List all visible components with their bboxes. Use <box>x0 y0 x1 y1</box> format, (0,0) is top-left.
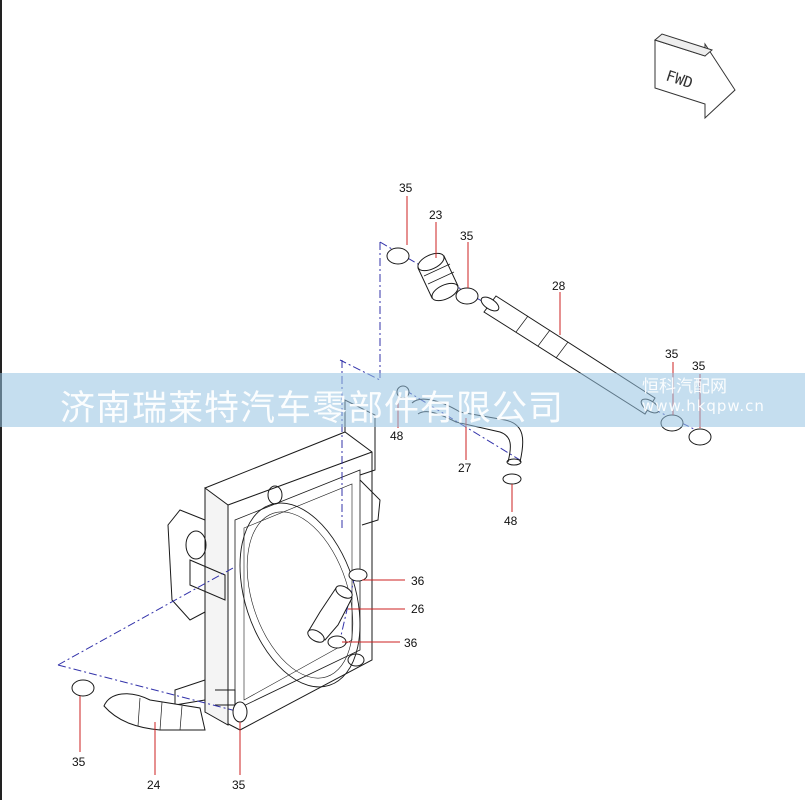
watermark-company: 济南瑞莱特汽车零部件有限公司 <box>60 389 565 429</box>
callout-35-mid: 35 <box>460 229 474 243</box>
watermark-banner <box>0 373 805 427</box>
clamp-35-left <box>71 679 95 697</box>
fwd-arrow-icon: FWD <box>653 33 736 120</box>
clamps <box>71 247 712 723</box>
callout-23: 23 <box>429 208 443 222</box>
callout-26: 26 <box>411 602 425 616</box>
callout-35-r2: 35 <box>692 359 706 373</box>
clamp-35-bottom <box>232 701 248 723</box>
leader-lines <box>79 196 701 775</box>
watermark-site: 恒科汽配网 www.hkqpw.cn <box>642 377 765 415</box>
watermark-site-url: www.hkqpw.cn <box>642 396 765 415</box>
clamp-48-bottom <box>502 473 522 485</box>
callout-27: 27 <box>458 461 472 475</box>
callout-48-bottom: 48 <box>504 514 518 528</box>
callout-35-bottom: 35 <box>232 778 246 792</box>
hose-24 <box>103 693 206 731</box>
callout-36-bottom: 36 <box>404 636 418 650</box>
radiator-assembly <box>167 399 381 731</box>
callout-24: 24 <box>147 778 161 792</box>
clamp-35-mid <box>455 287 479 305</box>
callout-35-top: 35 <box>399 181 413 195</box>
callout-35-r1: 35 <box>665 347 679 361</box>
callout-48-left: 48 <box>390 429 404 443</box>
callout-28: 28 <box>552 279 566 293</box>
callout-35-left: 35 <box>72 755 86 769</box>
clamp-35-top <box>386 247 410 265</box>
watermark-site-name: 恒科汽配网 <box>642 377 727 397</box>
clamp-35-r2 <box>688 428 712 446</box>
callout-36-top: 36 <box>411 574 425 588</box>
hose-23 <box>417 252 459 302</box>
hose-26 <box>307 585 353 643</box>
clamp-36-top <box>348 568 368 582</box>
callout-numbers: 35 23 35 28 35 35 48 27 48 36 26 36 35 2… <box>72 181 706 792</box>
